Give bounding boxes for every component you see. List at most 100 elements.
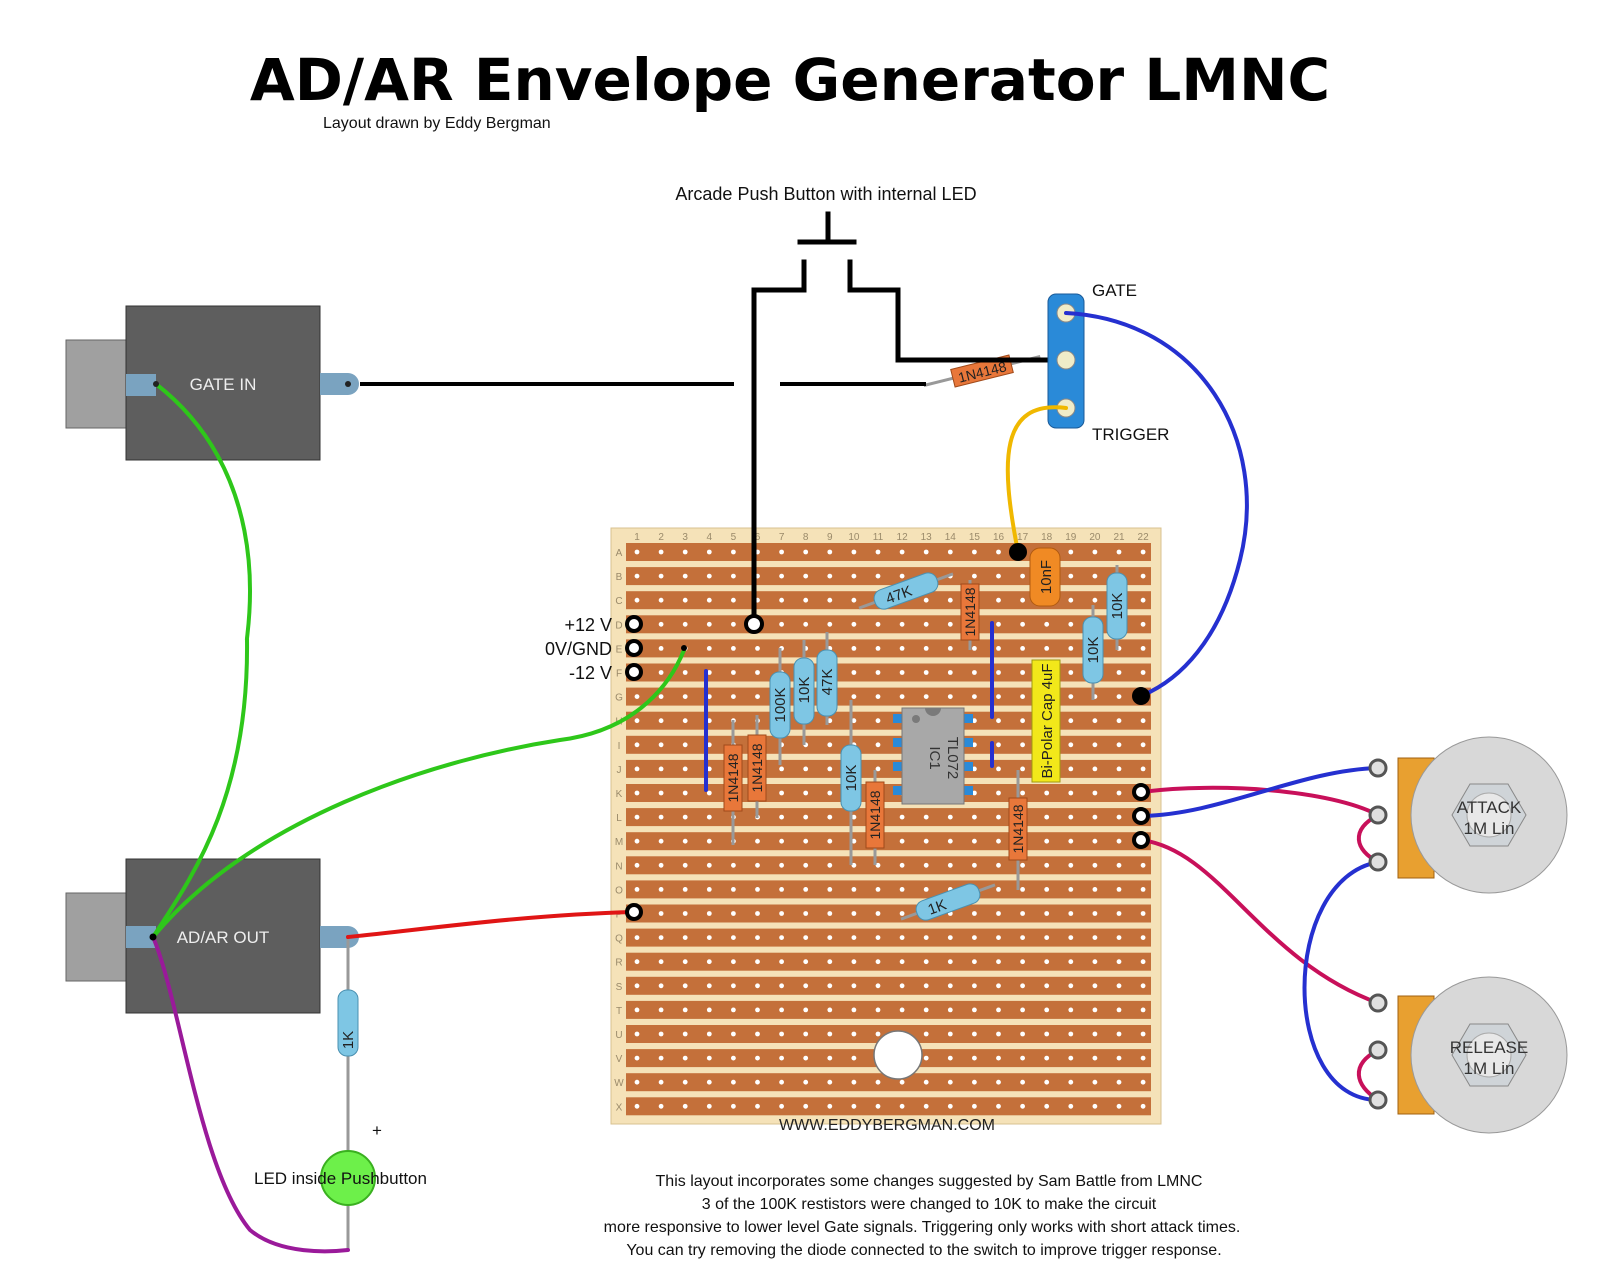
board-hole <box>1140 911 1146 916</box>
board-hole <box>996 670 1001 675</box>
jack-adar-out: AD/AR OUT <box>65 858 359 1014</box>
board-hole <box>875 549 881 555</box>
board-hole <box>851 573 857 579</box>
wire-blue-gate <box>1064 311 1249 698</box>
note-line-2: 3 of the 100K restistors were changed to… <box>702 1196 1157 1213</box>
ic-ref: IC1 <box>926 746 943 769</box>
board-hole <box>996 790 1001 796</box>
board-hole <box>779 621 784 627</box>
board-hole <box>658 766 664 772</box>
board-hole <box>803 1103 809 1109</box>
board-hole <box>803 1007 809 1013</box>
board-hole <box>634 573 640 579</box>
board-hole <box>923 838 929 844</box>
board-hole <box>1092 911 1098 916</box>
column-number: 2 <box>658 532 664 543</box>
capacitor-10nf-label: 10nF <box>1038 560 1055 594</box>
board-hole <box>899 983 905 989</box>
row-letter: C <box>615 596 622 607</box>
row-letter: O <box>615 885 623 896</box>
board-hole <box>682 983 688 989</box>
led <box>320 1150 376 1206</box>
board-hole <box>899 911 905 916</box>
board-hole <box>779 959 784 965</box>
board-hole <box>731 670 736 675</box>
board-hole <box>947 694 953 699</box>
jumper-links <box>704 621 994 792</box>
board-hole <box>1020 1079 1025 1085</box>
wire-red-out <box>346 910 636 939</box>
board-hole <box>803 621 809 627</box>
board-hole <box>899 1007 905 1013</box>
board-hole <box>947 646 953 651</box>
board-hole <box>996 983 1001 989</box>
board-hole <box>755 887 760 892</box>
gate-trigger-header: GATE TRIGGER <box>1047 281 1169 444</box>
board-hole <box>899 573 905 579</box>
column-number: 22 <box>1138 532 1150 543</box>
board-hole <box>779 935 784 940</box>
board-hole <box>731 694 736 699</box>
board-hole <box>875 1007 881 1013</box>
board-hole <box>1116 814 1122 820</box>
board-hole <box>706 621 712 627</box>
board-hole <box>658 621 664 627</box>
diode-5-label: 1N4148 <box>1010 804 1026 853</box>
copper-strip <box>626 687 1151 706</box>
board-hole <box>682 1079 688 1085</box>
board-hole <box>996 887 1001 892</box>
column-number: 11 <box>873 532 884 543</box>
board-hole <box>996 1079 1001 1085</box>
board-hole <box>972 694 977 699</box>
board-hole <box>1020 1055 1025 1061</box>
board-hole <box>682 573 688 579</box>
wire-green-ground <box>151 648 686 939</box>
board-hole <box>1068 983 1074 989</box>
board-hole <box>634 790 640 796</box>
board-hole <box>706 790 712 796</box>
row-letter: B <box>616 572 623 583</box>
jack-gate-in: GATE IN <box>65 305 359 461</box>
board-hole <box>779 814 784 820</box>
board-hole <box>779 790 784 796</box>
board-hole <box>1020 1031 1025 1037</box>
board-hole <box>634 597 640 603</box>
board-hole <box>947 621 953 627</box>
board-hole <box>1068 814 1074 820</box>
board-hole <box>1140 935 1146 940</box>
row-letter: R <box>615 958 622 969</box>
column-number: 16 <box>993 532 1005 543</box>
board-hole <box>706 814 712 820</box>
row-letter: S <box>616 982 623 993</box>
switch-label: Arcade Push Button with internal LED <box>675 184 976 204</box>
row-letter: I <box>618 741 621 752</box>
board-hole <box>706 983 712 989</box>
note-line-1: This layout incorporates some changes su… <box>656 1173 1203 1190</box>
board-hole <box>875 983 881 989</box>
board-hole <box>755 935 760 940</box>
diode-1-label: 1N4148 <box>725 753 741 802</box>
copper-strip <box>626 663 1151 682</box>
board-hole <box>634 862 640 868</box>
column-number: 15 <box>969 532 981 543</box>
board-hole <box>803 549 809 555</box>
board-hole <box>996 1031 1001 1037</box>
board-hole <box>1020 911 1025 916</box>
column-number: 14 <box>945 532 957 543</box>
board-hole <box>923 1079 929 1085</box>
board-hole <box>899 935 905 940</box>
board-hole <box>779 862 784 868</box>
board-hole <box>1020 1007 1025 1013</box>
board-hole <box>1092 742 1098 748</box>
copper-strip <box>626 928 1151 947</box>
board-hole <box>1140 573 1146 579</box>
board-hole <box>1092 983 1098 989</box>
board-hole <box>658 573 664 579</box>
board-hole <box>731 597 736 603</box>
board-hole <box>851 549 857 555</box>
board-hole <box>899 646 905 651</box>
board-hole <box>1044 911 1050 916</box>
resistor-10k-b-label: 10K <box>843 765 860 792</box>
board-hole <box>972 766 977 772</box>
board-hole <box>972 1055 977 1061</box>
